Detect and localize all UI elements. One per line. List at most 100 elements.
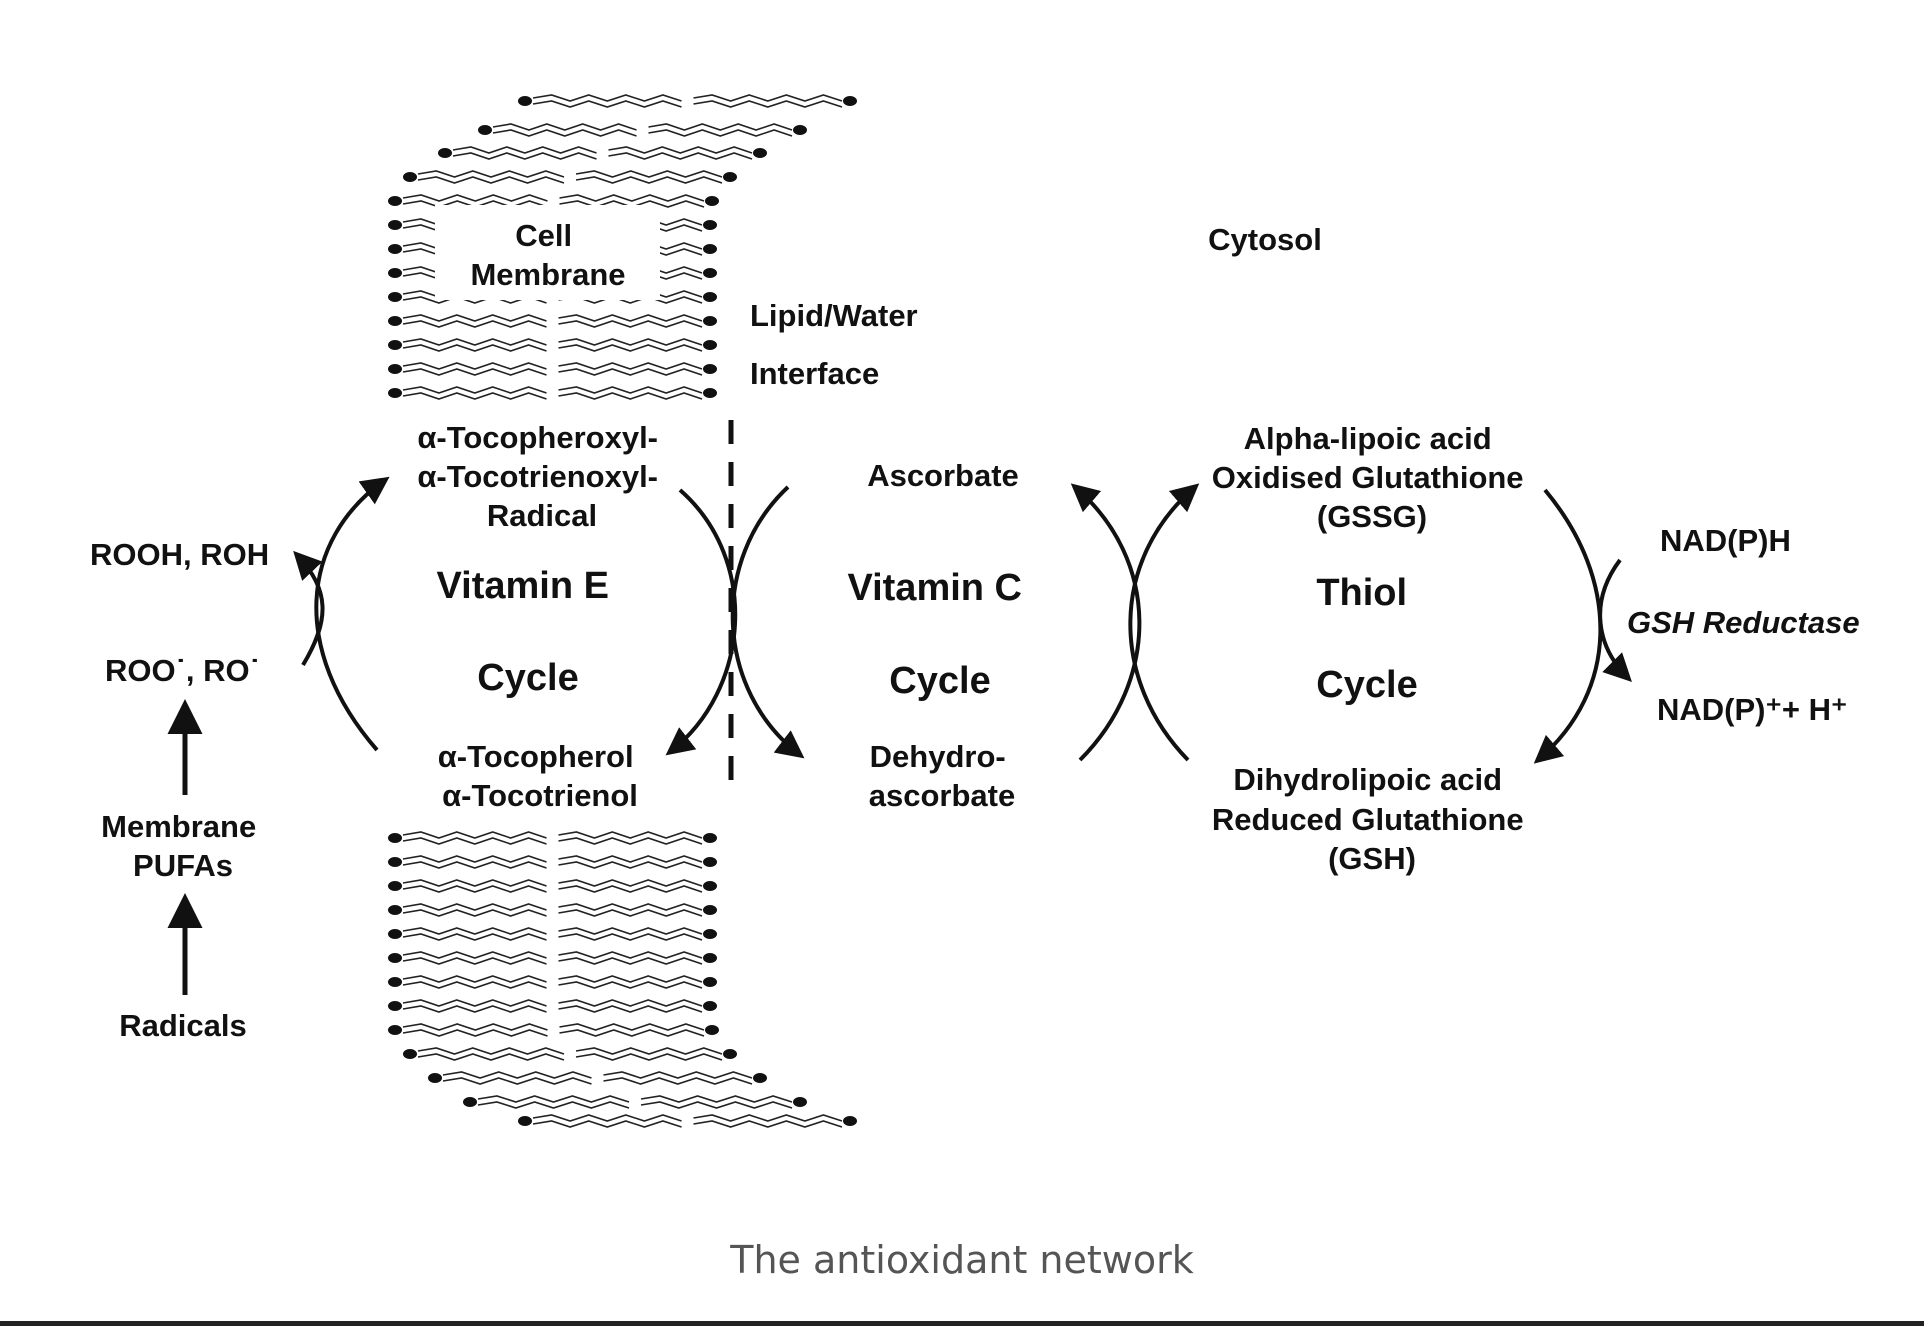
oxidised-glutathione-label: Alpha-lipoic acid Oxidised Glutathione (… [1212,421,1532,534]
bottom-rule [0,1321,1924,1326]
lipid-head [793,125,807,135]
lipid-head [388,268,402,278]
lipid-row [428,1071,767,1085]
lipid-head [723,172,737,182]
cell-membrane-bottom [388,831,857,1128]
lipid-head [703,316,717,326]
lipid-head [703,268,717,278]
lipid-head [703,340,717,350]
lipid-row [463,1095,807,1109]
lipid-head [388,220,402,230]
vitamin-e-left-arc [314,476,390,752]
membrane-pufas-label: Membrane PUFAs [101,809,265,883]
lipid-head [703,929,717,939]
lipid-head [388,316,402,326]
lipid-row [518,94,857,108]
vitamin-c-cycle-label: Vitamin C Cycle [847,567,1032,702]
lipid-row [388,855,717,869]
interface-label: Lipid/Water Interface [750,298,926,391]
dehydroascorbate-label: Dehydro- ascorbate [869,739,1015,813]
cell-membrane-label: Cell Membrane [470,218,625,292]
nadph-label: NAD(P)H [1660,523,1791,558]
lipid-row [478,123,807,137]
lipid-head [703,292,717,302]
lipid-head [388,833,402,843]
lipid-row [388,831,717,845]
lipid-row [388,386,717,400]
lipid-row [518,1114,857,1128]
lipid-row [403,170,737,184]
figure-caption: The antioxidant network [730,1238,1194,1282]
lipid-head [843,1116,857,1126]
lipid-head [703,953,717,963]
tocopherol-label: α-Tocopherol α-Tocotrienol [438,739,642,813]
lipid-head [703,244,717,254]
lipid-head [518,96,532,106]
lipid-head [753,148,767,158]
lipid-head [403,172,417,182]
vitamin-e-cycle-label: Vitamin E Cycle [436,565,619,699]
lipid-head [388,1001,402,1011]
gsh-reductase-arc [1598,558,1632,682]
gsh-reductase-label: GSH Reductase [1627,605,1860,640]
thiol-right-arc [1533,488,1603,764]
lipid-head [703,857,717,867]
lipid-head [703,905,717,915]
tocopheroxyl-label: α-Tocopheroxyl- α-Tocotrienoxyl- Radical [417,420,666,533]
lipid-head [753,1073,767,1083]
lipid-head [705,1025,719,1035]
lipid-head [388,881,402,891]
lipid-head [703,833,717,843]
lipid-head [388,388,402,398]
lipid-row [388,879,717,893]
lipid-head [703,220,717,230]
lipid-head [518,1116,532,1126]
lipid-head [388,340,402,350]
lipid-head [793,1097,807,1107]
lipid-head [388,929,402,939]
lipid-row [388,951,717,965]
lipid-head [388,244,402,254]
lipid-row [388,362,717,376]
vitamin-c-left-arc [730,485,805,759]
vitamin-c-right-arc [1070,483,1142,762]
vitamin-e-right-arc [665,488,738,756]
lipid-row [388,903,717,917]
lipid-head [843,96,857,106]
lipid-head [703,977,717,987]
lipid-head [403,1049,417,1059]
reduced-glutathione-label: Dihydrolipoic acid Reduced Glutathione (… [1212,762,1532,876]
lipid-head [463,1097,477,1107]
lipid-head [388,977,402,987]
lipid-row [403,1047,737,1061]
lipid-head [478,125,492,135]
lipid-row [388,999,717,1013]
lipid-head [438,148,452,158]
lipid-head [428,1073,442,1083]
lipid-head [388,953,402,963]
lipid-head [388,857,402,867]
thiol-left-arc [1128,483,1200,762]
lipid-row [388,1023,719,1037]
lipid-head [388,364,402,374]
cytosol-label: Cytosol [1208,222,1322,257]
thiol-cycle-label: Thiol Cycle [1316,572,1417,706]
lipid-head [388,905,402,915]
lipid-head [723,1049,737,1059]
nadp-plus-label: NAD(P)⁺+ H⁺ [1657,692,1847,727]
lipid-head [388,1025,402,1035]
lipid-row [388,927,717,941]
rooh-roh-label: ROOH, ROH [90,537,269,572]
ascorbate-label: Ascorbate [867,458,1019,493]
radicals-label: Radicals [119,1008,247,1043]
radical-reduction-arc [293,550,325,667]
lipid-head [703,881,717,891]
lipid-row [388,338,717,352]
lipid-head [388,196,402,206]
cell-membrane-label-box [435,205,660,300]
lipid-row [438,146,767,160]
lipid-head [705,196,719,206]
lipid-head [703,1001,717,1011]
lipid-row [388,975,717,989]
